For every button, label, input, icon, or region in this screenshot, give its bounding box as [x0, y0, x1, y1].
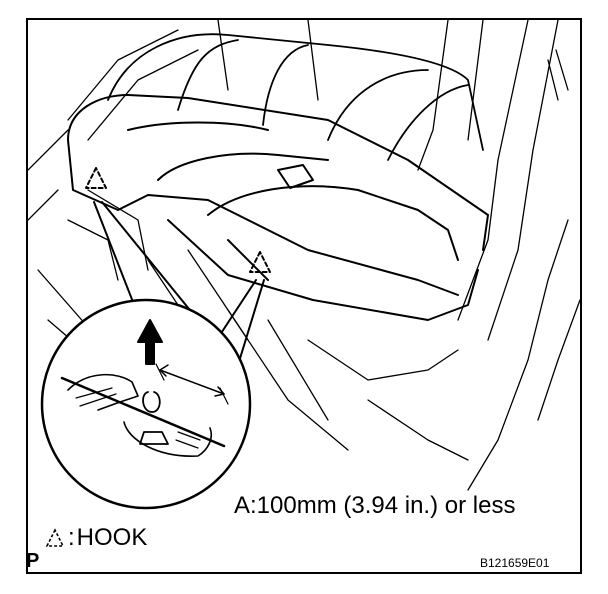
legend-label: HOOK: [76, 524, 148, 551]
figure-id: B121659E01: [480, 556, 550, 570]
callout-lines: [93, 201, 265, 366]
hook-marker-left: [85, 167, 107, 189]
lift-up-arrow: [137, 319, 163, 365]
rear-seat-cushion-illustration: [28, 20, 580, 510]
dimension-spec-note: A:100mm (3.94 in.) or less: [234, 492, 516, 519]
hook-triangle-icon: [45, 528, 65, 547]
hook-marker-right: [249, 251, 271, 273]
legend: : HOOK: [44, 524, 147, 552]
legend-separator: :: [68, 524, 75, 551]
page-code: P: [26, 550, 40, 572]
detail-view: [60, 319, 229, 457]
diagram-frame: A:100mm (3.94 in.) or less : HOOK P B121…: [26, 18, 582, 574]
seat-cushion: [67, 94, 489, 321]
